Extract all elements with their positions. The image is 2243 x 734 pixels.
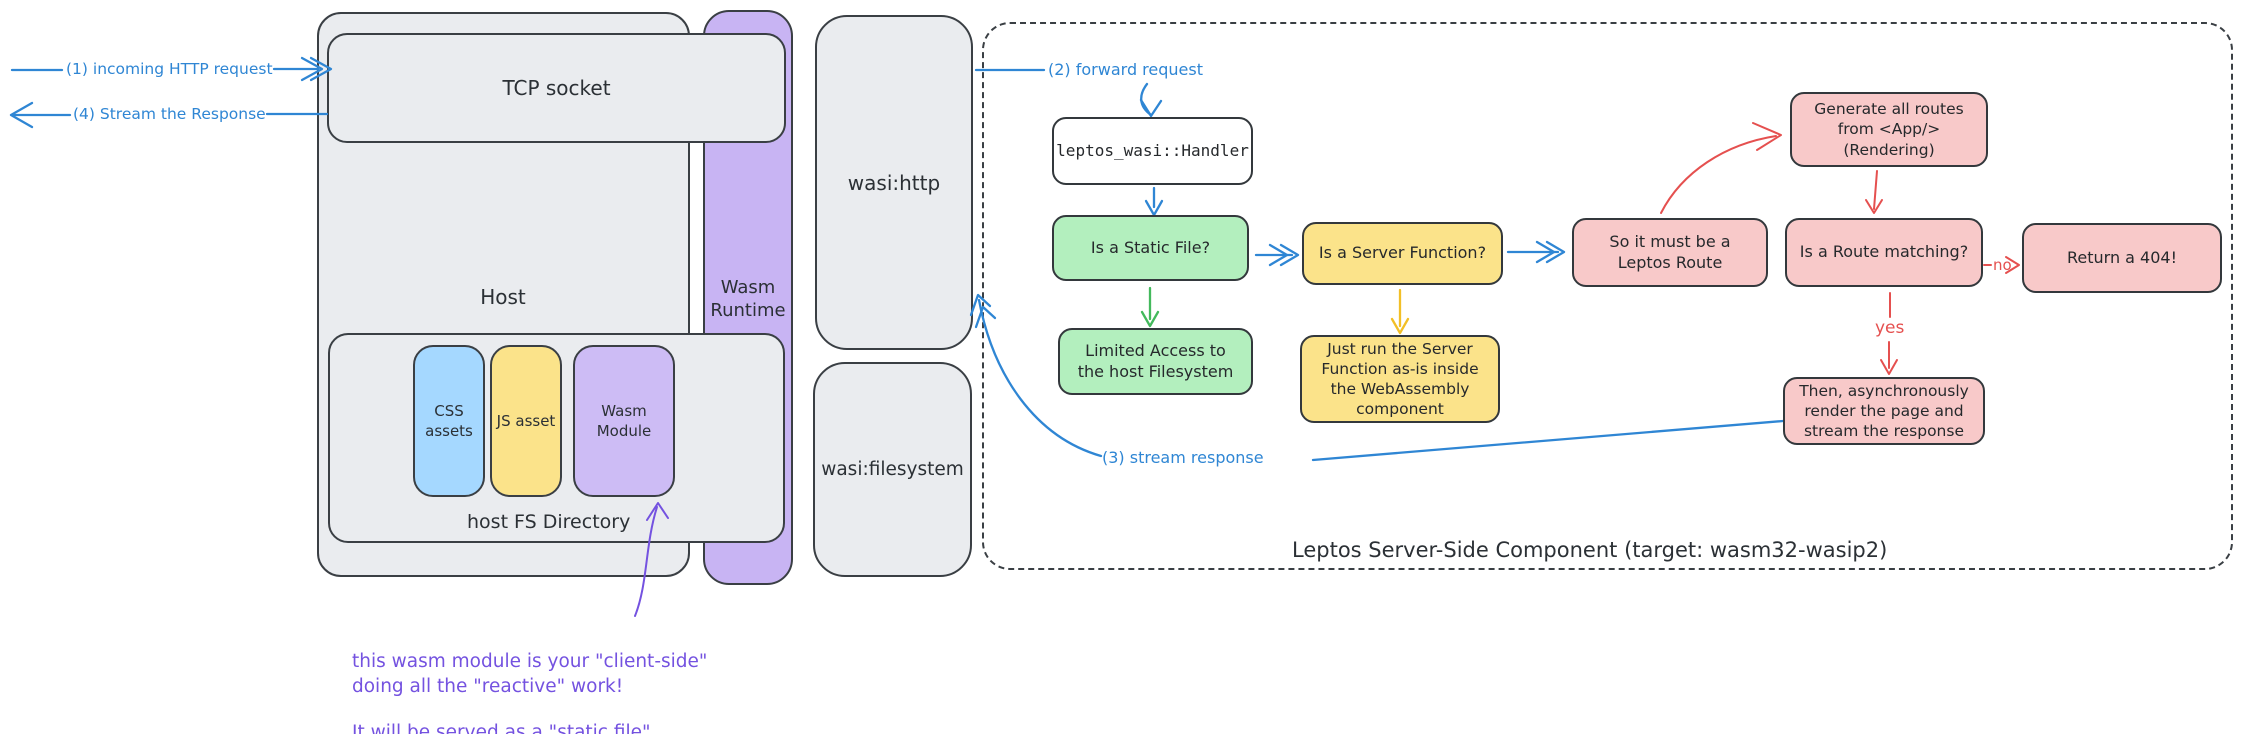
node-just-run: Just run the Server Function as-is insid… bbox=[1300, 335, 1500, 423]
node-leptos-route: So it must be a Leptos Route bbox=[1572, 218, 1768, 287]
label-incoming-request: (1) incoming HTTP request bbox=[66, 60, 273, 78]
label-stream-response: (3) stream response bbox=[1102, 448, 1264, 467]
wasi-filesystem-box: wasi:filesystem bbox=[813, 362, 972, 577]
host-fs-directory-label: host FS Directory bbox=[467, 511, 631, 533]
css-assets-label: CSS assets bbox=[425, 401, 473, 440]
js-asset-label: JS asset bbox=[496, 411, 556, 430]
label-stream-response-out: (4) Stream the Response bbox=[73, 105, 266, 123]
css-assets-box: CSS assets bbox=[413, 345, 485, 497]
node-return-404: Return a 404! bbox=[2022, 223, 2222, 293]
tcp-socket-box: TCP socket bbox=[327, 33, 786, 143]
wasm-module-label: Wasm Module bbox=[596, 401, 652, 440]
label-no: no bbox=[1993, 256, 2012, 274]
annotation-paragraph-2: It will be served as a "static file". bbox=[352, 721, 657, 734]
leptos-component-caption: Leptos Server-Side Component (target: wa… bbox=[1292, 538, 1888, 562]
node-generate-routes: Generate all routes from <App/> (Renderi… bbox=[1790, 92, 1988, 167]
wasi-filesystem-label: wasi:filesystem bbox=[821, 459, 964, 480]
tcp-socket-label: TCP socket bbox=[502, 76, 611, 100]
node-server-function: Is a Server Function? bbox=[1302, 222, 1503, 285]
node-route-matching: Is a Route matching? bbox=[1785, 218, 1983, 287]
annotation-paragraph-1: this wasm module is your "client-side" d… bbox=[352, 650, 708, 697]
node-render-stream: Then, asynchronously render the page and… bbox=[1783, 377, 1985, 445]
js-asset-box: JS asset bbox=[490, 345, 562, 497]
node-static-file: Is a Static File? bbox=[1052, 215, 1249, 281]
host-label: Host bbox=[480, 285, 526, 309]
leptos-component-container bbox=[982, 22, 2233, 570]
wasi-http-label: wasi:http bbox=[847, 170, 941, 195]
wasm-module-box: Wasm Module bbox=[573, 345, 675, 497]
label-forward-request: (2) forward request bbox=[1048, 60, 1203, 79]
wasm-runtime-label: Wasm Runtime bbox=[710, 277, 786, 321]
label-yes: yes bbox=[1875, 318, 1905, 338]
node-handler: leptos_wasi::Handler bbox=[1052, 117, 1253, 185]
wasi-http-box: wasi:http bbox=[815, 15, 973, 350]
node-limited-access: Limited Access to the host Filesystem bbox=[1058, 328, 1253, 395]
